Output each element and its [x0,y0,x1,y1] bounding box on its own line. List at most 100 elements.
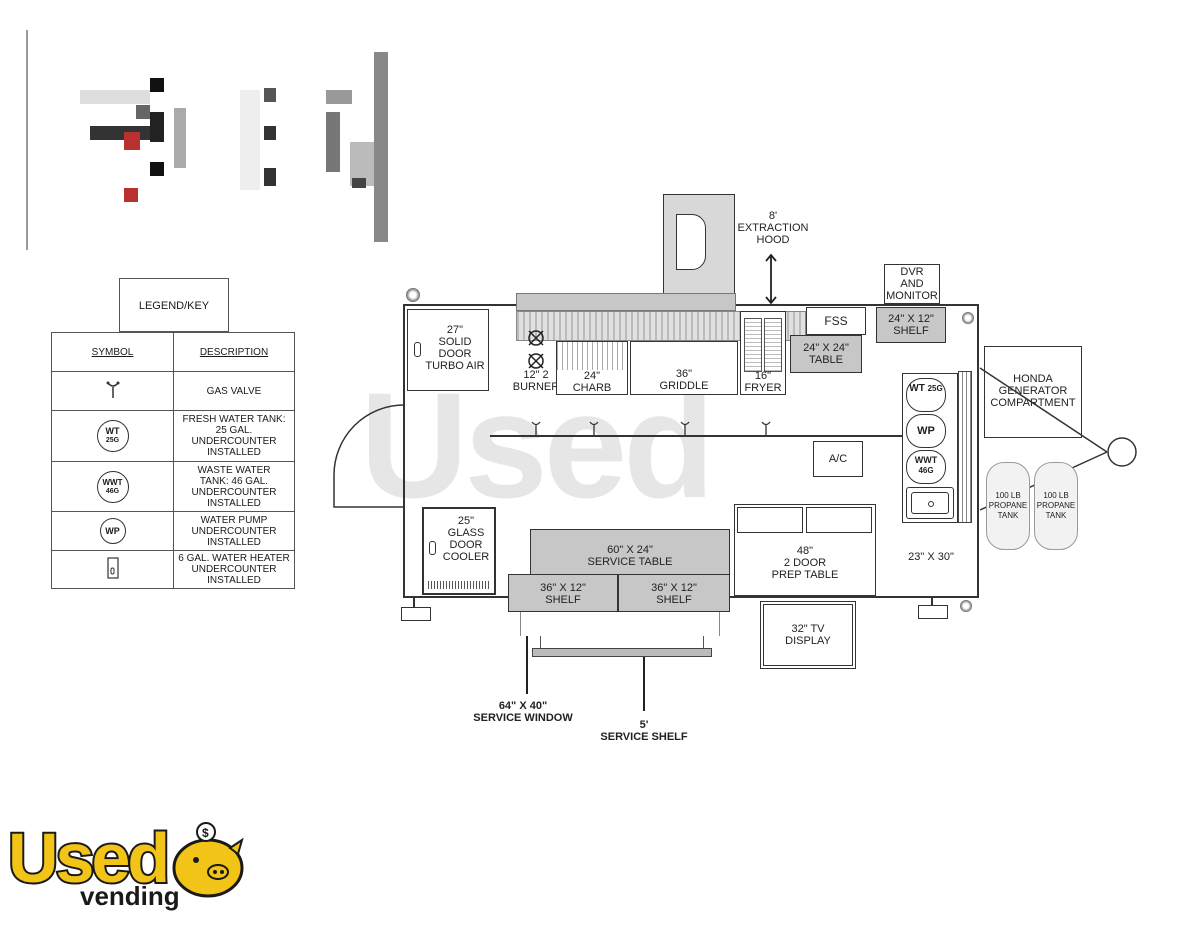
watermark: Used [360,361,715,529]
legend-row: GAS VALVE [51,371,295,411]
service-window-line-2: SERVICE WINDOW [473,712,573,724]
shelf-right-line-1: 36" X 12" [651,582,697,594]
service-window-line-1: 64" X 40" [498,700,548,712]
shelf-24x12-line-2: SHELF [893,325,929,337]
shelf-right: 36" X 12" SHELF [618,574,730,612]
wwt-symbol-text: WWT [102,477,123,487]
logo-main-text: Used [6,819,172,897]
wwt-tank-label: WWT 46G [907,455,945,476]
charb-label: 24" CHARB [557,370,627,394]
gas-valve-icon [680,421,690,435]
wp-pump: WP [906,414,946,448]
wp-label: WP [917,425,935,437]
griddle-line-1: 36" [675,368,693,380]
svg-text:$: $ [202,826,209,840]
table-24x24-line-2: TABLE [808,354,844,366]
griddle-label: 36" GRIDDLE [631,368,737,392]
legend-title: LEGEND/KEY [138,300,210,312]
legend-description: WASTE WATER TANK: 46 GAL. UNDERCOUNTER I… [173,461,295,512]
legend-symbol-cell [51,371,174,411]
extraction-hood-label: 8' EXTRACTION HOOD [728,210,818,246]
dim-23x30-label: 23" X 30" [908,551,954,563]
stabilizer-jack-left [401,607,431,621]
charb-line-1: 24" [583,370,601,382]
service-shelf [532,648,712,657]
extraction-hood-line-2: EXTRACTION [737,222,809,234]
legend-symbol-cell: WP [51,511,174,551]
stabilizer-jack-right-leg [931,596,933,606]
wt-sub: 25G [927,384,943,393]
honda-line-1: HONDA [1013,373,1053,385]
prep-door-right [806,507,872,533]
cooler-base [428,581,490,589]
fss-label: FSS [824,314,848,328]
stabilizer-jack-left-leg [413,598,415,608]
charbroiler: 24" CHARB [556,341,628,395]
cooler-line-4: COOLER [442,551,490,563]
cooler-line-1: 25" [457,515,475,527]
legend-row: 6 GAL. WATER HEATER UNDERCOUNTER INSTALL… [51,550,295,589]
sink-basin [911,492,949,514]
fryer-line-2: FRYER [744,382,782,394]
prep-table-line-3: PREP TABLE [771,569,839,581]
wwt-tank: WWT 46G [906,450,946,484]
wt-symbol-sub: 25G [105,437,120,444]
wt-text: WT [909,383,925,394]
legend-description: WATER PUMP UNDERCOUNTER INSTALLED [173,511,295,551]
prep-table-line-2: 2 DOOR [783,557,827,569]
service-window-leader [526,636,528,694]
legend-symbol-cell [51,550,174,589]
shelf-24x12: 24" X 12" SHELF [876,307,946,343]
shelf-left: 36" X 12" SHELF [508,574,618,612]
fryer: 16" FRYER [740,311,786,395]
logo-sub-text: vending [80,881,180,911]
extraction-hood-line-1: 8' [768,210,778,222]
shelf-left-line-2: SHELF [545,594,581,606]
chimney-cap [676,214,706,270]
piggy-bank-icon: $ [172,822,244,898]
shelf-left-label: 36" X 12" SHELF [509,582,617,606]
wwt-text: WWT [914,455,938,465]
tv-line-1: 32" TV [791,623,825,635]
used-vending-logo: Used vending $ [6,818,252,922]
turbo-air-line-4: TURBO AIR [425,360,485,372]
cooler-handle-icon [429,541,436,555]
hand-sink [906,487,954,519]
turbo-air-line-2: SOLID [438,336,472,348]
sink-drain-icon [928,501,934,507]
propane-1-line-1: 100 LB [995,491,1021,500]
dvr-label: DVR AND MONITOR [885,266,939,302]
propane-2-line-3: TANK [1045,511,1067,520]
gas-valve-icon [531,421,541,435]
wt-tank-label: WT 25G [907,383,945,394]
legend-description: GAS VALVE [173,371,295,411]
wt-tank: WT 25G [906,378,946,412]
burner-icon [528,330,544,369]
service-table-label: 60" X 24" SERVICE TABLE [531,544,729,568]
pixelated-logo [60,50,400,242]
griddle-line-2: GRIDDLE [659,380,709,392]
turbo-air-line-3: DOOR [438,348,472,360]
service-table: 60" X 24" SERVICE TABLE [530,529,730,579]
wp-symbol-text: WP [105,525,120,536]
service-window-label: 64" X 40" SERVICE WINDOW [458,700,588,724]
dvr-monitor-box: DVR AND MONITOR [884,264,940,304]
wwt-symbol-sub: 46G [105,487,120,495]
propane-tank-2: 100 LB PROPANE TANK [1034,462,1078,550]
corner-light-icon [962,312,974,324]
prep-table: 48" 2 DOOR PREP TABLE [734,504,876,596]
burner-label: 12" 2 BURNER [510,369,562,393]
table-24x24-line-1: 24" X 24" [803,342,849,354]
shelf-24x12-label: 24" X 12" SHELF [877,313,945,337]
fryer-line-1: 16" [754,370,772,382]
glass-door-cooler: 25" GLASS DOOR COOLER [422,507,496,595]
table-24x24-label: 24" X 24" TABLE [791,342,861,366]
service-shelf-line-2: SERVICE SHELF [600,731,688,743]
